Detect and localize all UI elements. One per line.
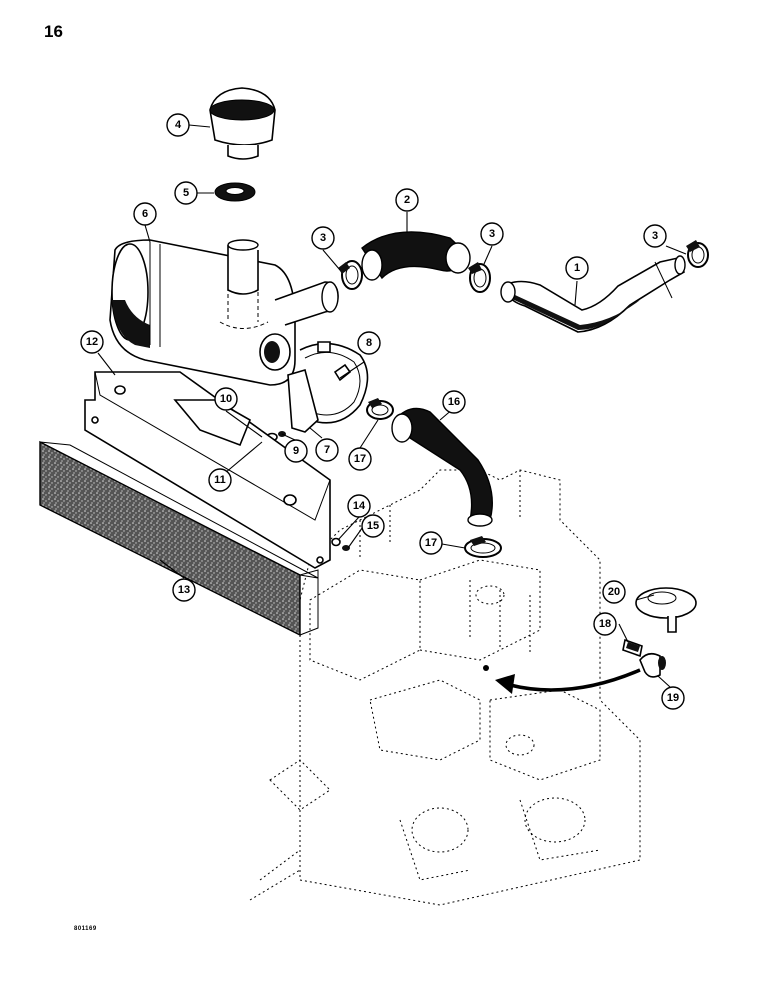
mounting-bracket bbox=[84, 371, 331, 569]
hose-clamp-upper-17 bbox=[366, 398, 394, 420]
lower-hose bbox=[391, 407, 493, 527]
svg-text:17: 17 bbox=[425, 537, 437, 549]
callout-19: 19 bbox=[661, 686, 685, 710]
svg-text:6: 6 bbox=[142, 208, 148, 220]
cover-plate bbox=[635, 587, 697, 633]
hose-clamp-middle bbox=[468, 262, 491, 293]
svg-text:8: 8 bbox=[366, 337, 372, 349]
callouts: 1 2 3 3 3 4 5 6 7 8 9 10 11 12 13 14 15 … bbox=[80, 113, 685, 710]
air-cleaner-cap bbox=[209, 87, 276, 160]
callout-20: 20 bbox=[602, 580, 626, 604]
leader-lines bbox=[97, 124, 687, 688]
heat-shield bbox=[39, 440, 319, 637]
hose-clamp-right bbox=[686, 240, 709, 268]
callout-3-right: 3 bbox=[643, 224, 667, 248]
svg-text:19: 19 bbox=[667, 692, 679, 704]
callout-3-middle: 3 bbox=[480, 222, 504, 246]
svg-text:14: 14 bbox=[353, 500, 366, 512]
callout-11: 11 bbox=[208, 468, 232, 492]
svg-text:11: 11 bbox=[214, 474, 226, 486]
callout-8: 8 bbox=[357, 331, 381, 355]
page-number: 16 bbox=[44, 22, 63, 41]
svg-text:13: 13 bbox=[178, 584, 190, 596]
svg-text:7: 7 bbox=[324, 444, 330, 456]
hose-clamp-lower-17 bbox=[464, 536, 502, 558]
mounting-band bbox=[287, 341, 369, 433]
svg-text:1: 1 bbox=[574, 262, 580, 274]
callout-1: 1 bbox=[565, 256, 589, 280]
svg-text:9: 9 bbox=[293, 445, 299, 457]
callout-17-upper: 17 bbox=[348, 447, 372, 471]
bolt-washer bbox=[331, 537, 350, 551]
drawing-code: 801169 bbox=[74, 926, 97, 932]
svg-text:3: 3 bbox=[320, 232, 326, 244]
svg-text:15: 15 bbox=[367, 520, 379, 532]
elbow-hose bbox=[361, 231, 471, 281]
engine-block-phantom bbox=[249, 469, 641, 906]
elbow-fitting bbox=[639, 652, 666, 678]
svg-text:2: 2 bbox=[404, 194, 410, 206]
svg-text:10: 10 bbox=[220, 393, 232, 405]
callout-7: 7 bbox=[315, 438, 339, 462]
callout-4: 4 bbox=[166, 113, 190, 137]
callout-18: 18 bbox=[593, 612, 617, 636]
hose-clamp-left bbox=[338, 260, 363, 290]
svg-text:4: 4 bbox=[175, 119, 182, 131]
fitting-connector bbox=[622, 638, 643, 658]
svg-text:12: 12 bbox=[86, 336, 98, 348]
svg-text:5: 5 bbox=[183, 187, 189, 199]
callout-15: 15 bbox=[361, 514, 385, 538]
callout-17-lower: 17 bbox=[419, 531, 443, 555]
callout-12: 12 bbox=[80, 330, 104, 354]
callout-16: 16 bbox=[442, 390, 466, 414]
intake-tube bbox=[500, 255, 686, 333]
callout-3-left: 3 bbox=[311, 226, 335, 250]
location-arrow bbox=[495, 668, 641, 694]
svg-text:3: 3 bbox=[489, 228, 495, 240]
svg-text:18: 18 bbox=[599, 618, 611, 630]
svg-text:20: 20 bbox=[608, 586, 620, 598]
callout-10: 10 bbox=[214, 387, 238, 411]
callout-6: 6 bbox=[133, 202, 157, 226]
callout-5: 5 bbox=[174, 181, 198, 205]
svg-text:3: 3 bbox=[652, 230, 658, 242]
callout-14: 14 bbox=[347, 494, 371, 518]
svg-text:17: 17 bbox=[354, 453, 366, 465]
callout-2: 2 bbox=[395, 188, 419, 212]
air-cleaner-body bbox=[109, 239, 339, 386]
callout-9: 9 bbox=[284, 439, 308, 463]
seal-ring bbox=[214, 182, 256, 202]
callout-13: 13 bbox=[172, 578, 196, 602]
svg-text:16: 16 bbox=[448, 396, 460, 408]
